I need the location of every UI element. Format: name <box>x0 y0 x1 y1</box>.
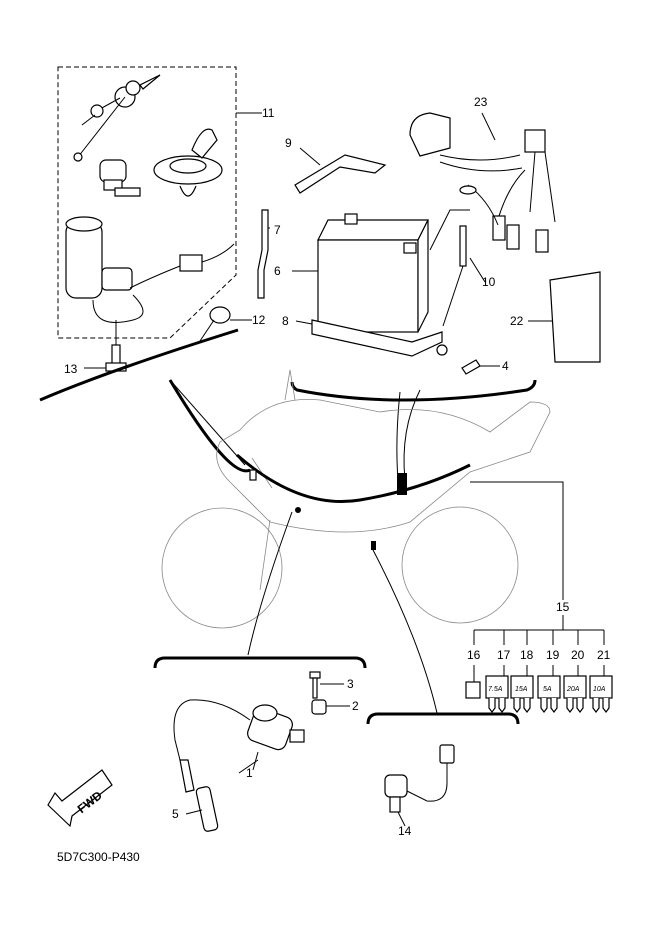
callout-21: 21 <box>597 648 611 662</box>
sub-wire-harness <box>409 112 556 253</box>
callout-2: 2 <box>352 699 359 713</box>
callout-6: 6 <box>274 264 281 278</box>
callout-14: 14 <box>398 824 412 838</box>
seat-lock <box>99 159 141 197</box>
group-bracket-top-right <box>290 379 537 402</box>
diagram-code: 5D7C300-P430 <box>57 850 140 864</box>
bolt <box>84 320 127 372</box>
group-bracket-ignition <box>153 656 367 669</box>
coil-nut <box>311 699 350 715</box>
callout-16: 16 <box>467 648 481 662</box>
main-switch <box>65 216 235 323</box>
coil-bolt <box>309 671 344 699</box>
breather-tube <box>257 209 270 299</box>
callout-13: 13 <box>64 362 78 376</box>
callout-12: 12 <box>252 313 266 327</box>
fuse-rating-18: 15A <box>515 686 528 693</box>
battery-on-bike <box>397 473 407 495</box>
relay-16 <box>465 665 481 699</box>
battery-pad <box>295 319 443 357</box>
battery-bracket <box>294 147 387 194</box>
forward-arrow: FWD <box>47 769 113 828</box>
callout-18: 18 <box>520 648 534 662</box>
callout-3: 3 <box>347 677 354 691</box>
callout-1: 1 <box>246 766 253 780</box>
group-bracket-sensor <box>366 712 520 725</box>
fuse-rating-17: 7.5A <box>488 686 503 693</box>
callout-9: 9 <box>285 136 292 150</box>
callout-15: 15 <box>556 600 570 614</box>
callout-5: 5 <box>172 807 179 821</box>
key-set-dashed-box <box>57 66 237 339</box>
callout-7: 7 <box>274 223 281 237</box>
motorcycle-outline <box>161 369 551 629</box>
fuse-rating-19: 5A <box>543 686 552 693</box>
cover-plate <box>528 271 601 363</box>
screw <box>461 359 500 375</box>
fuses <box>485 665 613 713</box>
keys <box>73 74 161 162</box>
callout-23: 23 <box>474 95 488 109</box>
battery-cable <box>429 209 486 356</box>
callout-10: 10 <box>482 275 496 289</box>
main-wire-harness <box>236 453 471 504</box>
callout-17: 17 <box>497 648 511 662</box>
fuse-rating-20: 20A <box>566 686 580 693</box>
key-blank <box>197 306 252 345</box>
callout-4: 4 <box>502 359 509 373</box>
callout-22: 22 <box>510 314 524 328</box>
fuse-rating-21: 10A <box>593 686 606 693</box>
battery <box>292 213 429 333</box>
callout-20: 20 <box>571 648 585 662</box>
ignition-coil <box>173 699 305 771</box>
spark-plug-cap <box>179 759 219 832</box>
callout-11: 11 <box>262 106 275 120</box>
callout-8: 8 <box>282 314 289 328</box>
fuel-cap <box>153 128 223 197</box>
speed-sensor <box>384 744 455 827</box>
callout-19: 19 <box>546 648 560 662</box>
group-bracket-top-left <box>39 328 239 402</box>
